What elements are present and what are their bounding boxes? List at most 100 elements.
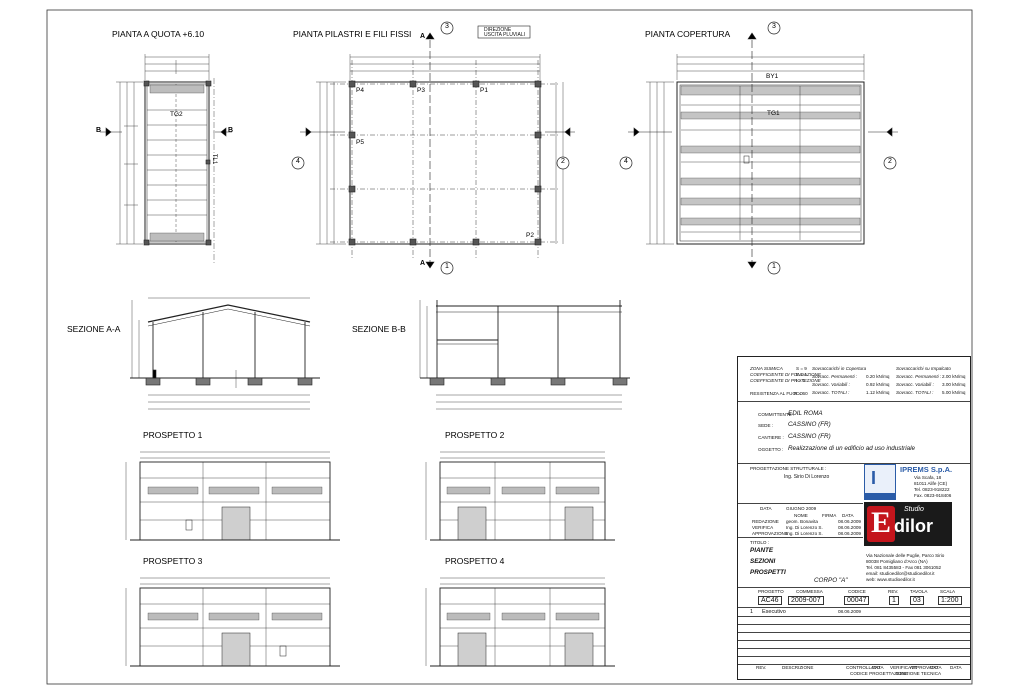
title-plan-quota: PIANTA A QUOTA +6.10 bbox=[112, 29, 205, 39]
plan-quota-drawing bbox=[100, 54, 232, 265]
iprems-logo-glyph: I bbox=[871, 468, 877, 488]
edilor-logo-e: E bbox=[871, 506, 892, 539]
codice-value: 00047 bbox=[844, 596, 870, 605]
studio-tel: Tel. 081 8435583 - Fax 081 3061052 bbox=[866, 565, 942, 570]
commessa-label: COMMESSA bbox=[796, 589, 823, 594]
section-a-marker-b: A bbox=[420, 260, 426, 267]
sovr-impalcato-head: Sovraccarichi su Impalcato bbox=[896, 366, 951, 371]
col-firma: FIRMA bbox=[822, 513, 837, 518]
foot-data-3: DATA bbox=[950, 665, 962, 670]
label-direzione: DIREZIONE bbox=[484, 27, 512, 33]
label-p1: P1 bbox=[480, 87, 488, 94]
corpo-label: CORPO "A" bbox=[814, 577, 848, 584]
axis-3-label: 3 bbox=[445, 23, 449, 30]
studio-edilor-logo: E Studio dilor bbox=[864, 502, 952, 546]
studio-addr2: 80038 Pomigliano d'Arco (NA) bbox=[866, 559, 928, 564]
elevation-4-drawing bbox=[425, 577, 615, 667]
coeff-protezione: COEFFICIENTE DI PROTEZIONE bbox=[750, 378, 821, 383]
sede-value: CASSINO (FR) bbox=[788, 421, 831, 428]
verifica-data: 08.06.2009 bbox=[838, 525, 861, 530]
var-imp-value: 3.00 kN/mq bbox=[942, 382, 966, 387]
i-value: I = 1 bbox=[796, 378, 806, 383]
studio-email: email: studioedilor@studioedilor.it bbox=[866, 571, 935, 576]
var-cop-label: Sovracc. Variabili : bbox=[812, 382, 850, 387]
iprems-logo: I bbox=[864, 464, 896, 500]
approvazione-data: 08.06.2009 bbox=[838, 531, 861, 536]
foot-controllato: CONTROLLATO bbox=[846, 665, 881, 670]
label-tl1: TL1 bbox=[211, 153, 218, 165]
scala-label: SCALA bbox=[940, 589, 956, 594]
foot-approvato: APPROVATO bbox=[910, 665, 938, 670]
rev-row-description: Esecutivo bbox=[762, 609, 786, 615]
committente-label: COMMITTENTE : bbox=[758, 412, 795, 417]
var-cop-value: 0.92 kN/mq bbox=[866, 382, 890, 387]
foot-descrizione: DESCRIZIONE bbox=[782, 665, 814, 670]
tot-imp-label: Sovracc. TOTALI : bbox=[896, 390, 934, 395]
company-addr1: Via Scafa, 18 bbox=[914, 475, 942, 480]
axis-3-label-cop: 3 bbox=[772, 23, 776, 30]
tot-cop-label: Sovracc. TOTALI : bbox=[812, 390, 850, 395]
section-b-marker-r: B bbox=[228, 127, 234, 134]
title-plan-copertura: PIANTA COPERTURA bbox=[645, 29, 731, 39]
label-tg1: TG1 bbox=[767, 110, 780, 117]
col-nome: NOME bbox=[794, 513, 808, 518]
edilor-logo-square bbox=[867, 506, 895, 542]
edilor-logo-dilor: dilor bbox=[894, 516, 933, 536]
elevation-2-drawing bbox=[425, 451, 615, 541]
zona-sismica: ZONA SISMICA bbox=[750, 366, 783, 371]
committente-value: EDIL ROMA bbox=[788, 410, 823, 417]
col-data: DATA bbox=[842, 513, 854, 518]
section-bb-drawing bbox=[419, 300, 630, 410]
sheet-border bbox=[46, 9, 973, 685]
codice-label: CODICE bbox=[848, 589, 866, 594]
studio-addr1: Via Nazionale delle Puglie, Parco Sirio bbox=[866, 553, 945, 558]
studio-web: web: www.studioedilor.it bbox=[866, 577, 915, 582]
commessa-value: 2009-007 bbox=[788, 596, 824, 605]
label-p4: P4 bbox=[356, 87, 364, 94]
rev-value: 1 bbox=[889, 596, 899, 605]
title-section-aa: SEZIONE A-A bbox=[67, 324, 121, 334]
cantiere-value: CASSINO (FR) bbox=[788, 433, 831, 440]
titolo-2: SEZIONI bbox=[750, 558, 776, 565]
progetto-label: PROGETTO bbox=[758, 589, 784, 594]
sovr-copertura-head: Sovraccarichi in Copertura bbox=[812, 366, 867, 371]
label-p3: P3 bbox=[417, 87, 425, 94]
row-redazione: REDAZIONE bbox=[752, 519, 779, 524]
plan-pilastri-drawing bbox=[300, 25, 575, 270]
e-value: E = 1 bbox=[796, 372, 807, 377]
coeff-fondazione: COEFFICIENTE DI FONDAZIONE bbox=[750, 372, 821, 377]
axis-4-label: 4 bbox=[296, 158, 300, 165]
perm-cop-value: 0.20 kN/mq bbox=[866, 374, 890, 379]
foot-rev: REV. bbox=[756, 665, 767, 670]
resistenza-value: R = 60 bbox=[794, 391, 808, 396]
var-imp-label: Sovracc. Variabili : bbox=[896, 382, 934, 387]
company-fax: Fax. 0823-918406 bbox=[914, 493, 952, 498]
perm-imp-value: 2.00 kN/mq bbox=[942, 374, 966, 379]
resistenza-label: RESISTENZA AL FUOCO bbox=[750, 391, 803, 396]
company-name: IPREMS S.p.A. bbox=[900, 465, 953, 474]
section-a-marker: A bbox=[420, 33, 426, 40]
axis-1-label: 1 bbox=[445, 263, 449, 270]
tot-imp-value: 5.00 kN/mq bbox=[942, 390, 966, 395]
axis-4-label-cop: 4 bbox=[624, 158, 628, 165]
progetto-value: AC46 bbox=[758, 596, 782, 605]
label-p2: P2 bbox=[526, 232, 534, 239]
progettista-name: Ing. Sirio Di Lorenzo bbox=[784, 474, 830, 480]
foot-data-2: DATA bbox=[930, 665, 942, 670]
title-elevation-3: PROSPETTO 3 bbox=[143, 556, 203, 566]
perm-imp-label: Sovracc. Permanenti : bbox=[896, 374, 942, 379]
company-addr2: 81011 Alife (CE) bbox=[914, 481, 948, 486]
oggetto-label: OGGETTO : bbox=[758, 447, 784, 452]
title-plan-pilastri: PIANTA PILASTRI E FILI FISSI bbox=[293, 29, 412, 39]
title-section-bb: SEZIONE B-B bbox=[352, 324, 406, 334]
company-tel: Tel. 0823-918222 bbox=[914, 487, 950, 492]
rev-row-date: 08.06.2009 bbox=[838, 609, 861, 614]
redazione-data: 08.06.2009 bbox=[838, 519, 861, 524]
redazione-nome: geom. Bonavita bbox=[786, 519, 818, 524]
iprems-logo-bar bbox=[865, 493, 895, 499]
tot-cop-value: 1.12 kN/mq bbox=[866, 390, 890, 395]
titolo-3: PROSPETTI bbox=[750, 569, 786, 576]
foot-gestione-tecnica: GESTIONE TECNICA bbox=[896, 671, 942, 676]
axis-2-label: 2 bbox=[561, 158, 565, 165]
